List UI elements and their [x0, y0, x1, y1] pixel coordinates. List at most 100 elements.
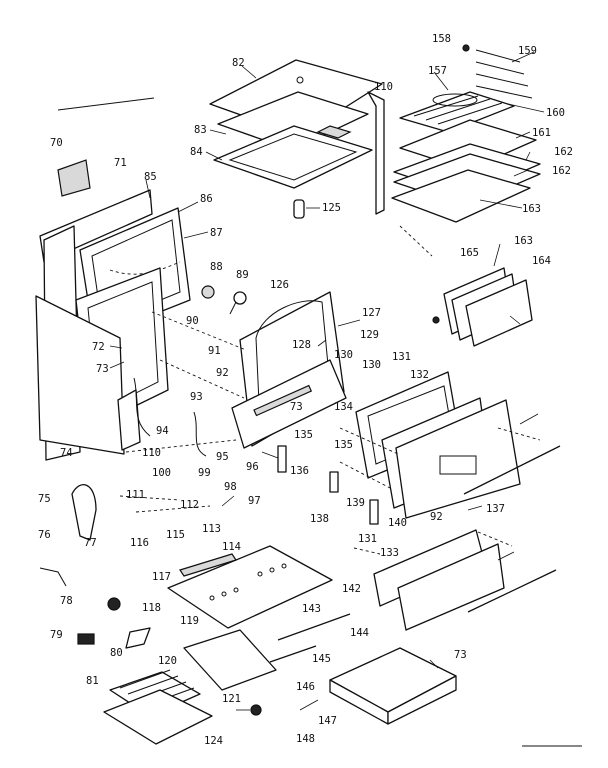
parts-75-77: [71, 484, 97, 541]
callout-78: 78: [60, 595, 73, 607]
callout-134: 135: [334, 439, 353, 451]
knob-89: [229, 291, 247, 315]
callout-76: 76: [38, 529, 51, 541]
callout-80: 80: [110, 647, 123, 659]
callout-130-bottom: 131: [358, 533, 377, 545]
drip-tray-84: [213, 125, 373, 189]
callout-135-left: 136: [290, 465, 309, 477]
callout-91: 91: [208, 345, 221, 357]
callout-77: 77: [84, 537, 97, 549]
callout-120: 120: [158, 655, 177, 667]
callout-72: 72: [92, 341, 105, 353]
callout-125: 127: [362, 307, 381, 319]
drawer-support-120: [183, 629, 277, 691]
callout-139: 142: [342, 583, 361, 595]
callout-100: 100: [152, 467, 171, 479]
callout-143: 146: [296, 681, 315, 693]
door-outer-161: [395, 399, 521, 519]
callout-111: 111: [126, 489, 145, 501]
callout-92-left: 92: [216, 367, 229, 379]
callout-137: 139: [346, 497, 365, 509]
callout-75: 75: [38, 493, 51, 505]
callout-149: 160: [546, 107, 565, 119]
callout-117: 117: [152, 571, 171, 583]
screw-147: [462, 44, 470, 52]
callout-93: 93: [190, 391, 203, 403]
callout-73-right: 73: [454, 649, 467, 661]
connector-79: [77, 633, 95, 645]
callout-96: 96: [246, 461, 259, 473]
clip-80: [125, 627, 151, 649]
callout-110-top: 110: [374, 81, 393, 93]
callout-113: 113: [202, 523, 221, 535]
trim-110-left: [117, 389, 141, 451]
callout-70: 70: [50, 137, 63, 149]
callout-74: 74: [60, 447, 73, 459]
callout-73-center: 73: [290, 401, 303, 413]
callout-112: 112: [180, 499, 199, 511]
side-trim-110-top: [367, 91, 385, 215]
igniter-118: [107, 597, 121, 611]
stud-96: [277, 445, 287, 473]
callout-142: 145: [312, 653, 331, 665]
callout-148: 159: [518, 45, 537, 57]
callout-99: 99: [198, 467, 211, 479]
callout-146: 157: [428, 65, 447, 77]
door-handle-163a: [463, 445, 561, 495]
callout-153: 163: [522, 203, 541, 215]
callout-79: 79: [50, 629, 63, 641]
callout-116: 116: [130, 537, 149, 549]
broiler-pan-122: [103, 689, 213, 745]
callout-128: 130: [334, 349, 353, 361]
callout-132: 134: [334, 401, 353, 413]
callout-labels: 82 83 84 110 125 158 157 159 160 161 162…: [38, 33, 573, 747]
callout-90: 90: [186, 315, 199, 327]
valve-88: [201, 285, 215, 299]
lower-frame-133: [231, 359, 347, 449]
callout-131-bottom: 133: [380, 547, 399, 559]
callout-123: 125: [322, 202, 341, 214]
callout-94: 94: [156, 425, 169, 437]
callout-144: 147: [318, 715, 337, 727]
callout-85: 85: [144, 171, 157, 183]
drawer-handle-163b: [467, 569, 557, 613]
callout-88: 88: [210, 261, 223, 273]
callout-140: 143: [302, 603, 321, 615]
callout-97: 97: [248, 495, 261, 507]
callout-151: 162: [554, 146, 573, 158]
foot-121: [250, 704, 262, 716]
callout-155: 164: [532, 255, 551, 267]
element-assembly-154-158: [443, 267, 533, 347]
burner-knob-123: [293, 199, 305, 219]
drawer-body-165: [329, 647, 457, 725]
callout-129: 130: [362, 359, 381, 371]
rail-142: [269, 645, 317, 663]
bracket-99: [193, 411, 207, 457]
callout-115: 115: [166, 529, 185, 541]
wire-94: [133, 377, 151, 437]
callout-133: 135: [294, 429, 313, 441]
door-parts-134-138: [329, 471, 379, 525]
label-plate-70: [57, 159, 91, 197]
callout-122: 124: [204, 735, 223, 747]
callout-119: 119: [180, 615, 199, 627]
callout-118: 118: [142, 602, 161, 614]
callout-82: 82: [232, 57, 245, 69]
callout-152: 162: [552, 165, 571, 177]
callout-110-left: 110: [142, 447, 161, 459]
drawer-panel-164: [397, 543, 505, 631]
callout-81: 81: [86, 675, 99, 687]
callout-147: 158: [432, 33, 451, 45]
callout-73-left: 73: [96, 363, 109, 375]
trim-strips-148: [475, 49, 533, 99]
callout-135-right: 137: [486, 503, 505, 515]
assembly-guides: [119, 225, 541, 555]
callout-126: 128: [292, 339, 311, 351]
callout-98: 98: [224, 481, 237, 493]
callout-150: 161: [532, 127, 551, 139]
callout-138: 140: [388, 517, 407, 529]
callout-86: 86: [200, 193, 213, 205]
callout-130-top: 131: [392, 351, 411, 363]
